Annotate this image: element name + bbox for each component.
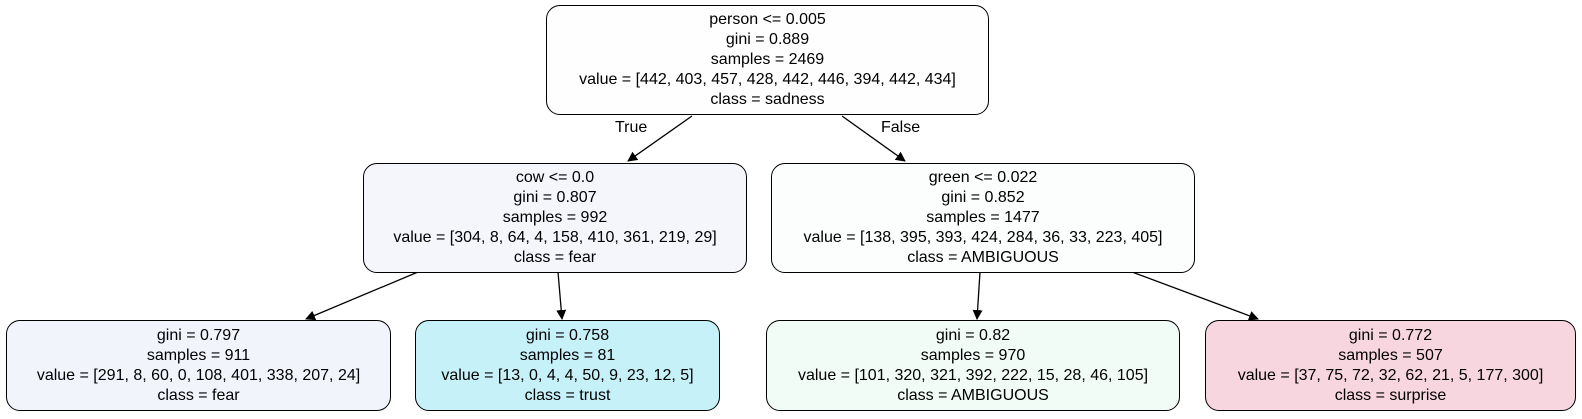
node-value: value = [13, 0, 4, 4, 50, 9, 23, 12, 5] — [441, 366, 694, 384]
node-class: class = fear — [513, 249, 597, 266]
node-gini: gini = 0.807 — [513, 189, 597, 206]
node-samples: samples = 507 — [1338, 346, 1443, 364]
node-samples: samples = 992 — [502, 209, 608, 226]
node-samples: samples = 2469 — [710, 51, 825, 68]
node-gini: gini = 0.82 — [935, 326, 1011, 344]
node-value: value = [101, 320, 321, 392, 222, 15, 28… — [797, 366, 1149, 384]
node-value: value = [304, 8, 64, 4, 158, 410, 361, 2… — [393, 229, 717, 246]
node-class: class = trust — [524, 386, 611, 404]
node-condition: person <= 0.005 — [709, 11, 826, 28]
tree-leaf-right-right: gini = 0.772 samples = 507 value = [37, … — [1205, 320, 1576, 411]
node-class: class = fear — [157, 386, 240, 404]
edge-root-to-left — [627, 115, 693, 162]
node-samples: samples = 911 — [146, 346, 251, 364]
tree-leaf-left-left: gini = 0.797 samples = 911 value = [291,… — [6, 320, 391, 411]
node-gini: gini = 0.852 — [941, 189, 1025, 206]
edge-label-true: True — [615, 119, 648, 136]
edge-root-to-right — [841, 115, 906, 162]
node-samples: samples = 1477 — [926, 209, 1040, 226]
node-class: class = surprise — [1334, 386, 1447, 404]
node-samples: samples = 970 — [920, 346, 1026, 364]
tree-leaf-left-right: gini = 0.758 samples = 81 value = [13, 0… — [415, 320, 720, 411]
node-value: value = [37, 75, 72, 32, 62, 21, 5, 177,… — [1237, 366, 1544, 384]
node-class: class = AMBIGUOUS — [897, 386, 1049, 404]
edge-left-to-leftright — [556, 271, 567, 320]
node-gini: gini = 0.797 — [156, 326, 241, 344]
node-condition: green <= 0.022 — [928, 169, 1038, 186]
tree-node-root: person <= 0.005 gini = 0.889 samples = 2… — [546, 5, 989, 115]
node-gini: gini = 0.758 — [525, 326, 610, 344]
node-samples: samples = 81 — [519, 346, 616, 364]
node-value: value = [138, 395, 393, 424, 284, 36, 33… — [803, 229, 1163, 246]
edge-label-false: False — [881, 119, 921, 136]
node-class: class = AMBIGUOUS — [907, 249, 1059, 266]
node-gini: gini = 0.889 — [725, 31, 810, 48]
edge-left-to-leftleft — [305, 271, 419, 321]
node-class: class = sadness — [710, 91, 825, 108]
node-condition: cow <= 0.0 — [515, 169, 595, 186]
edge-right-to-rightright — [1131, 271, 1259, 321]
tree-leaf-right-left: gini = 0.82 samples = 970 value = [101, … — [766, 320, 1180, 411]
node-gini: gini = 0.772 — [1348, 326, 1433, 344]
tree-node-left: cow <= 0.0 gini = 0.807 samples = 992 va… — [363, 163, 747, 273]
node-value: value = [291, 8, 60, 0, 108, 401, 338, 2… — [36, 366, 361, 384]
node-value: value = [442, 403, 457, 428, 442, 446, 3… — [579, 71, 956, 88]
edge-right-to-rightleft — [972, 271, 983, 320]
tree-node-right: green <= 0.022 gini = 0.852 samples = 14… — [771, 163, 1195, 273]
